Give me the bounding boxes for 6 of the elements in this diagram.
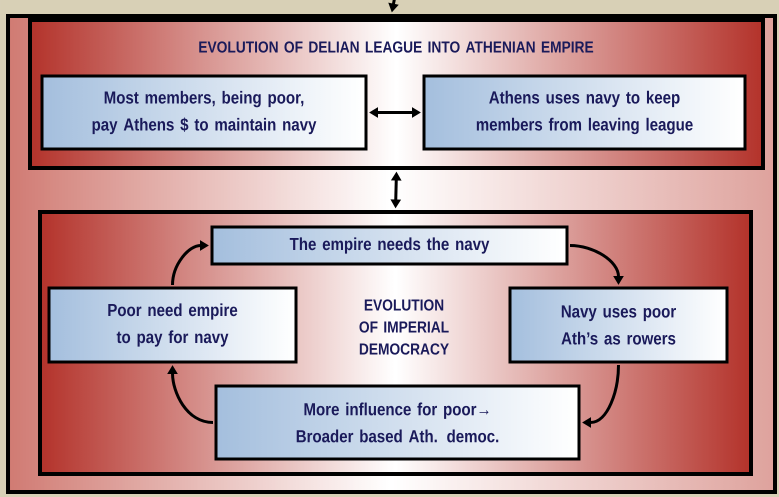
text-box: Navy uses poor Ath’s as rowers	[508, 286, 728, 364]
text-box: The empire needs the navy	[210, 226, 568, 266]
text-box: Athens uses navy to keep members from leaving league	[422, 74, 746, 150]
text-box: Most members, being poor, pay Athens $ to maintain navy	[40, 74, 368, 150]
text-box: More influence for poor→ Broader based Ath. democ.	[214, 384, 580, 460]
text-box: Poor need empire to pay for navy	[48, 286, 298, 364]
